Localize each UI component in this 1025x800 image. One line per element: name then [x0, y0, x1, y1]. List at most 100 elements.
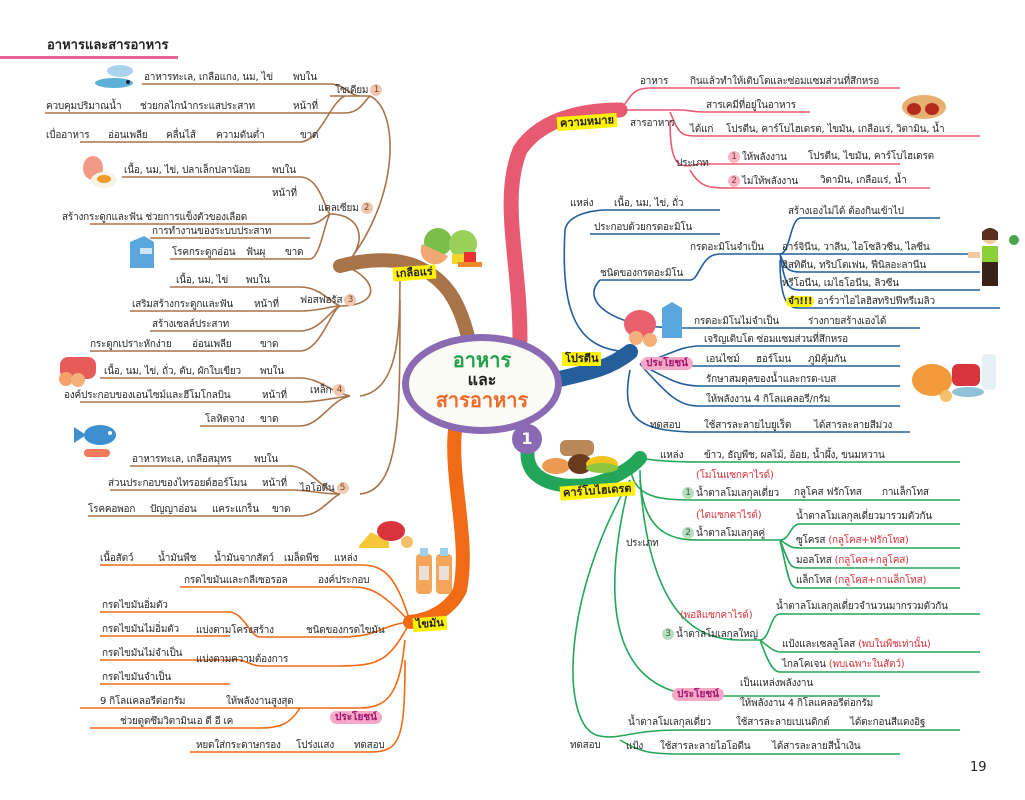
iodine-lack-3: แคระแกร็น — [212, 504, 259, 515]
calcium-role-label: หน้าที่ — [272, 188, 297, 199]
sodium-lack-4: ความดันต่ำ — [216, 130, 265, 141]
carb-poly-item-1: แป้งและเซลลูโลส (พบในพืชเท่านั้น) — [782, 639, 931, 650]
protein-nonessential-label: กรดอะมิโนไม่จำเป็น — [694, 316, 779, 327]
protein-essential-list-1: อาร์จินีน, วาลีน, ไอโซลิวซีน, ไลซีน — [782, 242, 930, 253]
fat-test-method: หยดใส่กระดาษกรอง — [196, 740, 281, 751]
carb-mono-note: (โมโนแซกคาไรด์) — [696, 470, 774, 481]
meaning-type2-items: วิตามิน, เกลือแร่, น้ำ — [820, 175, 907, 186]
calcium-lack-2: ฟันผุ — [246, 247, 266, 258]
carb-test-label: ทดสอบ — [570, 740, 601, 751]
carb-di-def: น้ำตาลโมเลกุลเดี่ยวมารวมตัวกัน — [796, 511, 932, 522]
carb-test2-result: ได้สารละลายสีน้ำเงิน — [772, 741, 861, 752]
iron-lack-label: ขาด — [260, 414, 279, 425]
sodium-found: อาหารทะเล, เกลือแกง, นม, ไข่ — [144, 72, 273, 83]
fat-benefit-1: ให้พลังงานสูงสุด — [226, 696, 294, 707]
protein-part-1: เอนไซม์ — [706, 354, 740, 365]
carb-di-item-2: มอลโทส (กลูโคส+กลูโคส) — [796, 555, 909, 566]
page-number: 19 — [970, 760, 987, 775]
carb-sources: ข้าว, ธัญพืช, ผลไม้, อ้อย, น้ำผึ้ง, ขนมห… — [704, 450, 885, 461]
carb-poly-note: (พอลิแซกคาไรด์) — [680, 610, 753, 621]
fat-benefit-1-detail: 9 กิโลแคลอรีต่อกรัม — [100, 696, 186, 707]
protein-types-label: ชนิดของกรดอะมิโน — [600, 268, 684, 279]
fat-source-3: น้ำมันจากสัตว์ — [214, 553, 274, 564]
protein-benefit-3: ให้พลังงาน 4 กิโลแคลอรี/กรัม — [706, 394, 831, 405]
carb-benefit-label: ประโยชน์ — [672, 688, 724, 701]
iodine-lack-2: ปัญญาอ่อน — [150, 504, 197, 515]
iron-found-label: พบใน — [260, 366, 284, 377]
fat-by-structure-label: แบ่งตามโครงสร้าง — [196, 625, 274, 636]
grains-bread-illustration — [542, 440, 618, 474]
carb-test2-subject: แป้ง — [626, 741, 644, 752]
protein-nonessential-def: ร่างกายสร้างเองได้ — [808, 316, 887, 327]
carb-type-label: ประเภท — [626, 538, 659, 549]
minerals-connectors — [45, 83, 401, 517]
phosphorus-lack-1: กระดูกเปราะหักง่าย — [90, 339, 172, 350]
fat-saturated: กรดไขมันอิ่มตัว — [102, 600, 168, 611]
fat-unsaturated: กรดไขมันไม่อิ่มตัว — [102, 624, 179, 635]
calcium-lack-1: โรคกระดูกอ่อน — [172, 247, 236, 258]
meat-egg-illustration — [59, 357, 96, 387]
branch-label-protein: โปรตีน — [562, 352, 602, 366]
shrimp-fish-illustration — [95, 65, 133, 88]
protein-essential-label: กรดอะมิโนจำเป็น — [690, 242, 764, 253]
fat-benefit-2: ช่วยดูดซึมวิตามินเอ ดี อี เค — [120, 716, 234, 727]
phosphorus-lack-2: อ่อนเพลีย — [192, 339, 232, 350]
protein-connectors — [563, 209, 1000, 433]
carb-benefit-2: ให้พลังงาน 4 กิโลแคลอรีต่อกรัม — [740, 698, 874, 709]
sodium-role-2: ช่วยกลไกนำกระแสประสาท — [140, 101, 255, 112]
protein-sources: เนื้อ, นม, ไข่, ถั่ว — [614, 198, 684, 209]
protein-essential-def: สร้างเองไม่ได้ ต้องกินเข้าไป — [788, 206, 904, 217]
fat-source-1: เนื้อสัตว์ — [100, 553, 134, 564]
fat-benefit-label: ประโยชน์ — [330, 711, 382, 724]
fat-nonessential: กรดไขมันไม่จำเป็น — [102, 648, 183, 659]
calcium-lack-label: ขาด — [285, 247, 304, 258]
branch-label-fat: ไขมัน — [412, 615, 448, 633]
protein-part-2: ฮอร์โมน — [756, 354, 792, 365]
protein-benefit-1: เจริญเติบโต ซ่อมแซมส่วนที่สึกหรอ — [704, 334, 848, 345]
carb-test2-method: ใช้สารละลายไอโอดีน — [660, 741, 751, 752]
phosphorus-role-1: เสริมสร้างกระดูกและฟัน — [132, 299, 234, 310]
protein-essential-list-3: ทรีโอนีน, เมไธโอนีน, ลิวซีน — [782, 278, 899, 289]
meaning-food-label: อาหาร — [640, 76, 669, 87]
sodium-role-label: หน้าที่ — [293, 101, 318, 112]
cheese-meat-illustration — [359, 521, 413, 548]
milk-carton-illustration — [130, 236, 154, 268]
iodine-lack-label: ขาด — [272, 504, 291, 515]
protein-memo: จำ!!! อาร์วาไอไลฮิสทริปฟีทรีเมลิว — [786, 296, 935, 307]
fat-essential: กรดไขมันจำเป็น — [102, 672, 172, 683]
carb-test1-subject: น้ำตาลโมเลกุลเดี่ยว — [628, 717, 711, 728]
carb-test1-result: ได้ตะกอนสีแดงอิฐ — [850, 717, 926, 728]
calcium-role-2: การทำงานของระบบประสาท — [152, 226, 272, 237]
fat-source-2: น้ำมันพืช — [158, 553, 197, 564]
meaning-include: โปรตีน, คาร์โบไฮเดรต, ไขมัน, เกลือแร่, ว… — [726, 124, 945, 135]
phosphorus-role-2: สร้างเซลล์ประสาท — [152, 319, 230, 330]
iron-lack-1: โลหิตจาง — [205, 414, 245, 425]
fat-test-result: โปร่งแสง — [296, 740, 335, 751]
fat-source-label: แหล่ง — [334, 553, 358, 564]
central-topic-line1: อาหาร — [452, 348, 512, 372]
fat-types-label: ชนิดของกรดไขมัน — [306, 625, 385, 636]
fat-connectors — [80, 564, 411, 753]
vegetables-illustration — [420, 228, 482, 267]
sodium-lack-3: คลื่นไส้ — [166, 130, 196, 141]
branch-protein — [547, 344, 638, 388]
fish-illustration — [74, 425, 116, 457]
peanut-illustration — [902, 95, 946, 119]
protein-benefit-label: ประโยชน์ — [641, 357, 693, 370]
central-topic-line2: และ — [467, 370, 497, 389]
sodium-lack-2: อ่อนเพลีย — [108, 130, 148, 141]
iodine-role-label: หน้าที่ — [262, 478, 287, 489]
branch-meaning — [503, 102, 628, 348]
meaning-type1-items: โปรตีน, ไขมัน, คาร์โบไฮเดรต — [808, 151, 934, 162]
carb-poly-def: น้ำตาลโมเลกุลเดี่ยวจำนวนมากรวมตัวกัน — [776, 601, 948, 612]
egg-illustration — [83, 156, 117, 188]
meaning-nutrient-def: สารเคมีที่อยู่ในอาหาร — [706, 100, 796, 111]
fat-composition-label: องค์ประกอบ — [318, 575, 370, 586]
chicken-meat-fish-illustration — [912, 354, 996, 402]
